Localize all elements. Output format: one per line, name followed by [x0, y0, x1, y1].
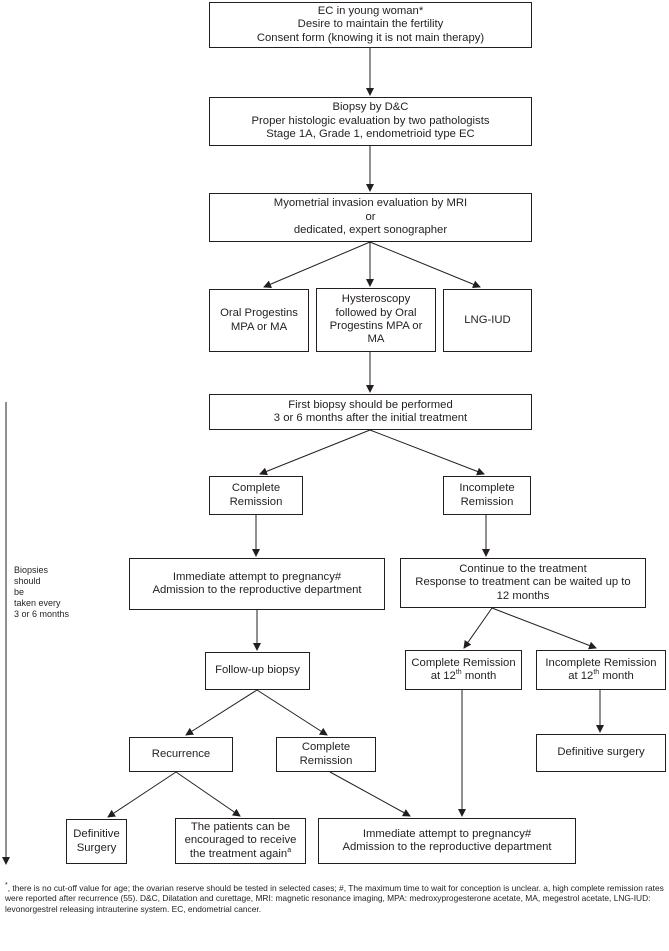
hysteroscopy-line-3: Progestins MPA or: [329, 320, 423, 332]
arrow-first-biopsy-to-incomplete: [369, 429, 485, 476]
timeline-note-line-5: 3 or 6 months: [14, 609, 70, 619]
footnote-text: , there is no cut-off value for age; the…: [5, 883, 664, 914]
arrow-continue-to-incomplete12: [491, 607, 597, 650]
arrow-first-biopsy-to-complete: [259, 429, 371, 476]
recurrence-label: Recurrence: [151, 747, 211, 760]
hysteroscopy-line-4: MA: [367, 333, 385, 346]
figure-footnote: *, there is no cut-off value for age; th…: [5, 882, 665, 914]
arrow-followup-to-complete2: [256, 689, 328, 736]
arrow-myometrial-to-oral: [263, 241, 371, 288]
intro-line-1: EC in young woman*: [317, 4, 424, 17]
continue-treatment-line-1: Continue to the treatment: [459, 562, 587, 575]
recurrence-box: Recurrence: [129, 737, 233, 772]
hysteroscopy-line-1: Hysteroscopy: [341, 293, 411, 306]
patients-encouraged-line-2: encouraged to receive: [184, 834, 297, 847]
timeline-note-line-3: be: [14, 587, 25, 597]
continue-treatment-line-3: 12 months: [496, 589, 550, 602]
definitive-surgery-right-box: Definitive surgery: [536, 734, 666, 772]
complete-remission-box: Complete Remission: [209, 476, 303, 515]
biopsy-line-2: Proper histologic evaluation by two path…: [251, 114, 490, 127]
myometrial-box: Myometrial invasion evaluation by MRI or…: [209, 193, 532, 242]
arrow-continue-to-complete12: [463, 607, 493, 649]
arrow-myometrial-to-lng: [369, 241, 481, 289]
definitive-surgery-right-label: Definitive surgery: [557, 746, 645, 759]
patients-encouraged-box: The patients can be encouraged to receiv…: [175, 818, 306, 864]
continue-treatment-box: Continue to the treatment Response to tr…: [400, 558, 646, 608]
complete-remission-2-line-2: Remission: [299, 754, 353, 767]
hysteroscopy-box: Hysteroscopy followed by Oral Progestins…: [316, 288, 436, 352]
arrow-followup-to-recurrence: [185, 689, 258, 736]
continue-treatment-line-2: Response to treatment can be waited up t…: [415, 576, 631, 589]
arrow-recurrence-to-definitive: [107, 771, 177, 818]
timeline-note-line-4: taken every: [14, 598, 61, 608]
complete-remission-box-2: Complete Remission: [276, 737, 376, 772]
immediate-attempt-box-2: Immediate attempt to pregnancy# Admissio…: [318, 818, 576, 864]
complete-remission-line-1: Complete: [231, 482, 281, 495]
hysteroscopy-line-2: followed by Oral: [335, 306, 417, 319]
timeline-note-line-2: should: [14, 576, 41, 586]
intro-box: EC in young woman* Desire to maintain th…: [209, 2, 532, 48]
footnote-asterisk: *: [5, 882, 8, 890]
biopsy-line-3: Stage 1A, Grade 1, endometrioid type EC: [266, 128, 475, 141]
complete-12-line-2: at 12th month: [430, 669, 497, 682]
lng-iud-box: LNG-IUD: [443, 289, 532, 352]
follow-up-biopsy-label: Follow-up biopsy: [215, 664, 300, 677]
incomplete-remission-line-1: Incomplete: [459, 482, 515, 495]
immediate-attempt-1-line-2: Admission to the reproductive department: [152, 584, 362, 596]
first-biopsy-box: First biopsy should be performed 3 or 6 …: [209, 394, 532, 430]
incomplete-remission-box: Incomplete Remission: [443, 476, 531, 515]
timeline-note-line-1: Biopsies: [14, 565, 49, 575]
definitive-surgery-left-box: Definitive Surgery: [66, 819, 127, 864]
immediate-attempt-2-line-1: Immediate attempt to pregnancy#: [362, 827, 532, 840]
lng-iud-label: LNG-IUD: [464, 313, 511, 326]
timeline-note: Biopsies should be taken every 3 or 6 mo…: [14, 565, 69, 620]
patients-encouraged-line-1: The patients can be: [190, 820, 291, 833]
complete-remission-line-2: Remission: [229, 495, 283, 508]
patients-encouraged-line-3: the treatment againa: [189, 846, 292, 860]
incomplete-12-line-1: Incomplete Remission: [545, 656, 657, 669]
complete-12-line-1: Complete Remission: [411, 656, 516, 669]
myometrial-line-1: Myometrial invasion evaluation by MRI: [273, 197, 468, 210]
first-biopsy-line-2: 3 or 6 months after the initial treatmen…: [273, 412, 468, 424]
first-biopsy-line-1: First biopsy should be performed: [288, 398, 453, 411]
intro-line-2: Desire to maintain the fertility: [297, 18, 444, 31]
intro-line-3: Consent form (knowing it is not main the…: [256, 31, 485, 44]
oral-progestins-line-1: Oral Progestins: [220, 307, 298, 320]
immediate-attempt-1-line-1: Immediate attempt to pregnancy#: [172, 570, 342, 583]
complete-remission-12-box: Complete Remission at 12th month: [405, 650, 522, 690]
arrow-complete2-to-attempt2: [329, 771, 411, 817]
biopsy-box: Biopsy by D&C Proper histologic evaluati…: [209, 97, 532, 146]
follow-up-biopsy-box: Follow-up biopsy: [205, 652, 310, 690]
oral-progestins-line-2: MPA or MA: [230, 320, 288, 333]
immediate-attempt-box-1: Immediate attempt to pregnancy# Admissio…: [129, 558, 385, 610]
incomplete-remission-line-2: Remission: [460, 495, 514, 508]
complete-remission-2-line-1: Complete: [301, 741, 351, 754]
incomplete-12-line-2: at 12th month: [568, 669, 634, 682]
myometrial-line-3: dedicated, expert sonographer: [293, 224, 448, 237]
definitive-surgery-left-line-2: Surgery: [76, 841, 117, 854]
oral-progestins-box: Oral Progestins MPA or MA: [209, 289, 309, 352]
myometrial-line-2: or: [365, 210, 376, 223]
definitive-surgery-left-line-1: Definitive: [73, 828, 120, 841]
biopsy-line-1: Biopsy by D&C: [332, 101, 409, 114]
immediate-attempt-2-line-2: Admission to the reproductive department: [342, 841, 552, 853]
arrow-recurrence-to-encouraged: [175, 771, 241, 817]
incomplete-remission-12-box: Incomplete Remission at 12th month: [536, 650, 666, 690]
